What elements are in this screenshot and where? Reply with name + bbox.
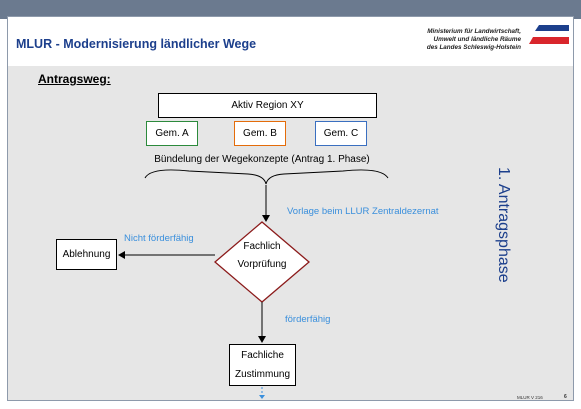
- continuation-arrow-head: [259, 395, 265, 399]
- arrow-to-rejection-head: [118, 251, 125, 259]
- window-top-strip: [0, 0, 581, 19]
- ministry-line-3: des Landes Schleswig-Holstein: [426, 44, 521, 51]
- ministry-line-2: Umwelt und ländliche Räume: [433, 36, 521, 43]
- flow-connectors: [118, 169, 389, 399]
- footer-code: MLUR V 216: [517, 395, 543, 400]
- slide-title: MLUR - Modernisierung ländlicher Wege: [16, 37, 257, 51]
- bundle-label: Bündelung der Wegekonzepte (Antrag 1. Ph…: [154, 154, 370, 165]
- arrow-to-approval-head: [258, 336, 266, 343]
- approval-box: Fachliche Zustimmung: [229, 344, 296, 386]
- rejection-box: Ablehnung: [56, 239, 117, 270]
- eligible-label: förderfähig: [285, 314, 331, 325]
- intro-label: Antragsweg:: [38, 72, 111, 86]
- slide: MLUR - Modernisierung ländlicher Wege Mi…: [7, 16, 574, 401]
- page-number: 6: [564, 394, 567, 400]
- decision-line-2: Vorprüfung: [237, 259, 287, 270]
- community-box-c: Gem. C: [315, 121, 367, 146]
- approval-line-1: Fachliche: [241, 350, 284, 361]
- decision-text: Fachlich Vorprüfung: [233, 238, 291, 274]
- slide-header: MLUR - Modernisierung ländlicher Wege Mi…: [8, 17, 573, 65]
- region-box: Aktiv Region XY: [158, 93, 377, 118]
- ministry-name: Ministerium für Landwirtschaft, Umwelt u…: [427, 28, 521, 52]
- state-flag-icon: [529, 25, 569, 44]
- ministry-line-1: Ministerium für Landwirtschaft,: [427, 28, 521, 35]
- not-eligible-label: Nicht förderfähig: [124, 233, 194, 244]
- arrow-to-decision-head: [262, 215, 270, 222]
- submission-label: Vorlage beim LLUR Zentraldezernat: [287, 206, 439, 217]
- approval-line-2: Zustimmung: [234, 369, 290, 380]
- community-box-a: Gem. A: [146, 121, 198, 146]
- community-box-b: Gem. B: [234, 121, 286, 146]
- decision-line-1: Fachlich: [243, 241, 281, 252]
- phase-label: 1. Antragsphase: [495, 167, 512, 283]
- bundle-brace: [144, 169, 389, 185]
